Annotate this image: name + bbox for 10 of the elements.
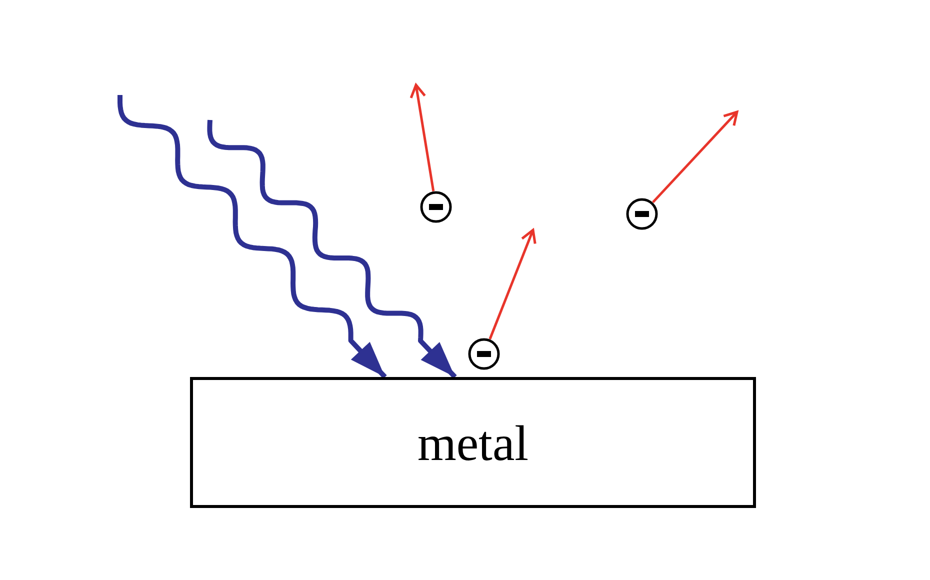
- metal-block: [190, 377, 756, 508]
- electron-icon: [420, 191, 452, 223]
- electron-icon: [626, 198, 658, 230]
- wavy-arrow: [207, 120, 457, 379]
- electron-icon: [468, 338, 500, 370]
- wavy-arrow: [118, 95, 387, 379]
- block-label: metal: [417, 414, 529, 472]
- arrow: [652, 110, 738, 204]
- arrow: [488, 228, 536, 340]
- arrow: [410, 84, 435, 192]
